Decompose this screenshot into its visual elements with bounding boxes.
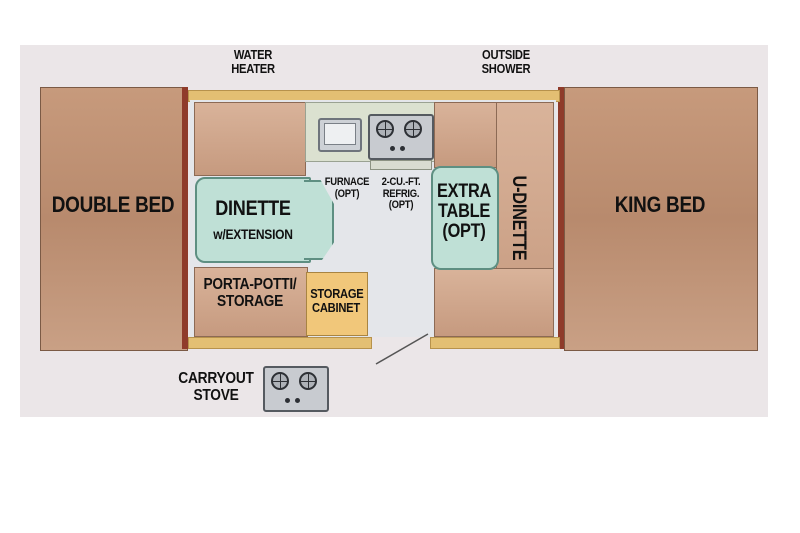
porta-potti-label: PORTA-POTTI/STORAGE: [203, 276, 297, 310]
u-dinette-bottom: [434, 268, 554, 337]
door-swing: [375, 333, 429, 365]
refrig-label: 2-CU.-FT.REFRIG.(OPT): [381, 176, 421, 212]
sink-basin: [324, 123, 356, 145]
knob-icon: [295, 398, 300, 403]
knob-icon: [285, 398, 290, 403]
extra-table: [431, 166, 499, 270]
furnace-label: FURNACE(OPT): [324, 176, 370, 200]
storage-cabinet: [306, 272, 368, 336]
double-bed: [40, 87, 188, 351]
knob-icon: [400, 146, 405, 151]
u-dinette-label: U-DINETTE: [507, 175, 529, 261]
bottom-wall-right: [430, 337, 560, 349]
dinette-extension-label: w/EXTENSION: [213, 226, 293, 242]
burner-icon: [404, 120, 422, 138]
fridge-vent: [370, 160, 432, 170]
burner-icon: [376, 120, 394, 138]
dinette-back-seat: [194, 102, 306, 176]
carryout-stove: [263, 366, 329, 412]
king-bed-edge: [558, 87, 565, 349]
king-bed-label: KING BED: [614, 192, 706, 217]
dinette-label: DINETTE: [215, 197, 291, 220]
galley-stove: [368, 114, 434, 160]
burner-icon: [271, 372, 289, 390]
double-bed-label: DOUBLE BED: [51, 192, 175, 217]
king-bed: [564, 87, 758, 351]
porta-potti-storage: [194, 267, 308, 337]
double-bed-edge: [182, 87, 188, 349]
bottom-wall-left: [188, 337, 372, 349]
burner-icon: [299, 372, 317, 390]
knob-icon: [390, 146, 395, 151]
